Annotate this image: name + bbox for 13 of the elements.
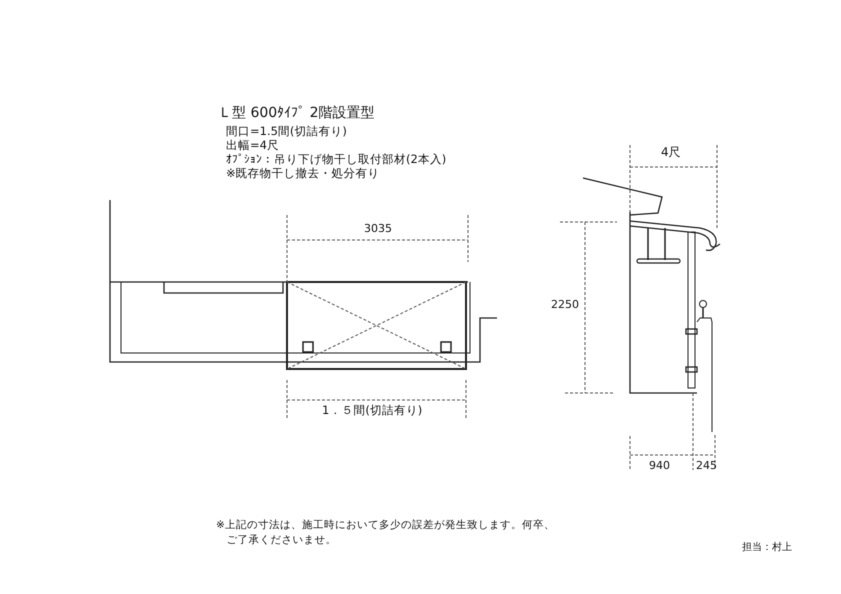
dimension-label: 245	[696, 460, 717, 472]
spec-note: 出幅=4尺	[226, 139, 279, 152]
spec-note: ｵﾌﾟｼｮﾝ：吊り下げ物干し取付部材(2本入)	[226, 153, 446, 166]
staff-label: 担当：村上	[742, 542, 792, 553]
spec-note: 間口=1.5間(切詰有り)	[226, 125, 347, 138]
spec-note: ※既存物干し撤去・処分有り	[226, 167, 380, 180]
spec-title: Ｌ型 600ﾀｲﾌﾟ 2階設置型	[218, 106, 375, 122]
dimension-label: 2250	[551, 299, 579, 312]
dimension-label: 3035	[364, 223, 392, 236]
dimension-label: 4尺	[661, 146, 681, 160]
disclaimer-note: ※上記の寸法は、施工時において多少の誤差が発生致します。何卒、ご了承くださいませ。	[216, 518, 556, 548]
dimension-label: 940	[649, 460, 670, 472]
dimension-label: 1．５間(切詰有り)	[322, 404, 422, 417]
